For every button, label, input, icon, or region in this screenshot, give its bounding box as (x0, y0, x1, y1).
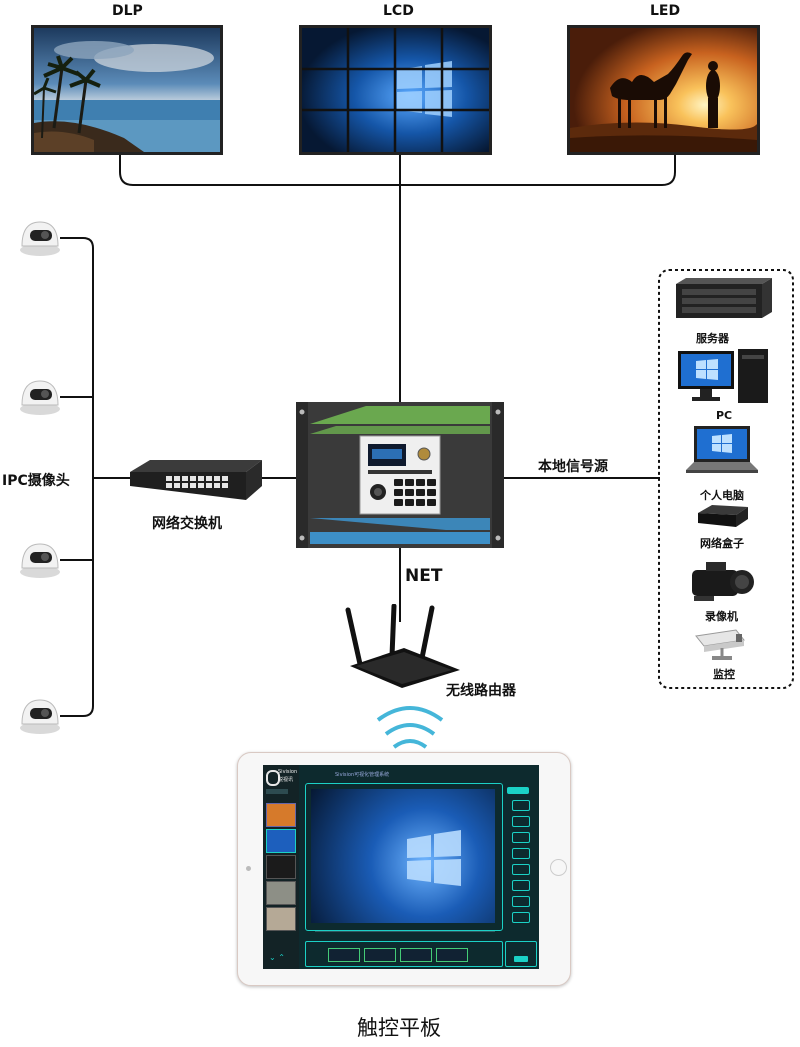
led-display (567, 25, 760, 155)
wireless-router (342, 603, 462, 692)
tablet-home-button (550, 859, 567, 876)
network-switch-label: 网络交换机 (152, 516, 222, 532)
server-icon (676, 278, 772, 318)
display-label-dlp: DLP (112, 3, 143, 19)
wireless-router-icon (345, 603, 460, 688)
brand-logo-icon (266, 770, 280, 786)
thumb-street[interactable] (266, 907, 296, 931)
source-server (672, 276, 776, 324)
layout-button[interactable] (512, 832, 530, 843)
source-label-laptop: 个人电脑 (700, 489, 744, 502)
main-preview (311, 789, 495, 923)
laptop-icon (686, 426, 758, 473)
network-switch (128, 458, 264, 508)
desktop-pc-icon (678, 349, 768, 403)
thumb-dark[interactable] (266, 855, 296, 879)
router-label: 无线路由器 (446, 683, 516, 699)
source-camcorder (688, 560, 756, 608)
source-cctv (692, 626, 752, 666)
seaside-scene-image (34, 28, 220, 152)
ip-camera-3 (18, 540, 62, 584)
layout-button[interactable] (512, 912, 530, 923)
source-label-network-box: 网络盒子 (700, 537, 744, 550)
source-label-server: 服务器 (696, 332, 729, 345)
lcd-video-wall-image (302, 28, 489, 152)
layout-button[interactable] (512, 896, 530, 907)
sidebar-tab[interactable] (266, 789, 288, 794)
right-button-column (507, 787, 533, 927)
ipc-camera-label: IPC摄像头 (2, 470, 72, 490)
thumb-camel[interactable] (266, 803, 296, 827)
tablet-screen: Sivision 锐视讯 ⌄ ⌃ Sivision可视化管理系统 (263, 765, 539, 969)
main-preview-frame (305, 783, 503, 931)
lcd-display (299, 25, 492, 155)
layout-thumb[interactable] (436, 948, 468, 962)
display-label-lcd: LCD (383, 3, 414, 19)
app-title: Sivision可视化管理系统 (335, 772, 390, 778)
layout-button[interactable] (512, 848, 530, 859)
source-label-camcorder: 录像机 (705, 610, 738, 623)
ip-camera-2 (18, 377, 62, 421)
layout-button[interactable] (512, 864, 530, 875)
source-network-box (696, 503, 750, 533)
tablet-camera-dot (246, 866, 251, 871)
layout-thumb[interactable] (328, 948, 360, 962)
desert-camel-image (570, 28, 757, 152)
net-label: NET (405, 566, 443, 586)
camcorder-icon (692, 562, 754, 601)
source-label-pc: PC (716, 409, 733, 422)
video-wall-controller (296, 402, 504, 552)
dome-camera-icon (20, 221, 60, 256)
sidebar-arrow-icon[interactable]: ⌄ ⌃ (269, 953, 285, 962)
layout-thumb[interactable] (364, 948, 396, 962)
coordinate-toolbar (315, 931, 495, 938)
tablet-label: 触控平板 (357, 1016, 441, 1040)
dome-camera-icon (20, 380, 60, 415)
windows-logo-icon (407, 830, 461, 886)
action-button[interactable] (514, 956, 528, 962)
display-label-led: LED (650, 3, 681, 19)
dlp-display (31, 25, 223, 155)
bottom-panel (305, 941, 503, 967)
cctv-camera-icon (695, 629, 745, 660)
ip-camera-1 (18, 218, 62, 262)
network-switch-icon (130, 460, 262, 500)
source-label-cctv: 监控 (713, 668, 735, 681)
local-source-label: 本地信号源 (538, 459, 608, 475)
thumb-windows[interactable] (266, 829, 296, 853)
dome-camera-icon (20, 699, 60, 734)
dome-camera-icon (20, 543, 60, 578)
layout-button[interactable] (512, 800, 530, 811)
controller-chassis-icon (296, 402, 504, 548)
brand-logo: Sivision (278, 769, 298, 775)
source-pc (676, 347, 772, 409)
brand-sub: 锐视讯 (278, 777, 294, 783)
layout-button[interactable] (512, 816, 530, 827)
thumb-road[interactable] (266, 881, 296, 905)
touch-tablet: Sivision 锐视讯 ⌄ ⌃ Sivision可视化管理系统 (237, 752, 571, 986)
source-laptop (684, 424, 760, 480)
app-sidebar: Sivision 锐视讯 ⌄ ⌃ (263, 765, 299, 969)
side-action-panel (505, 941, 537, 967)
layout-button[interactable] (512, 880, 530, 891)
layout-thumb[interactable] (400, 948, 432, 962)
network-box-icon (698, 505, 748, 527)
active-button[interactable] (507, 787, 529, 794)
ip-camera-4 (18, 696, 62, 740)
